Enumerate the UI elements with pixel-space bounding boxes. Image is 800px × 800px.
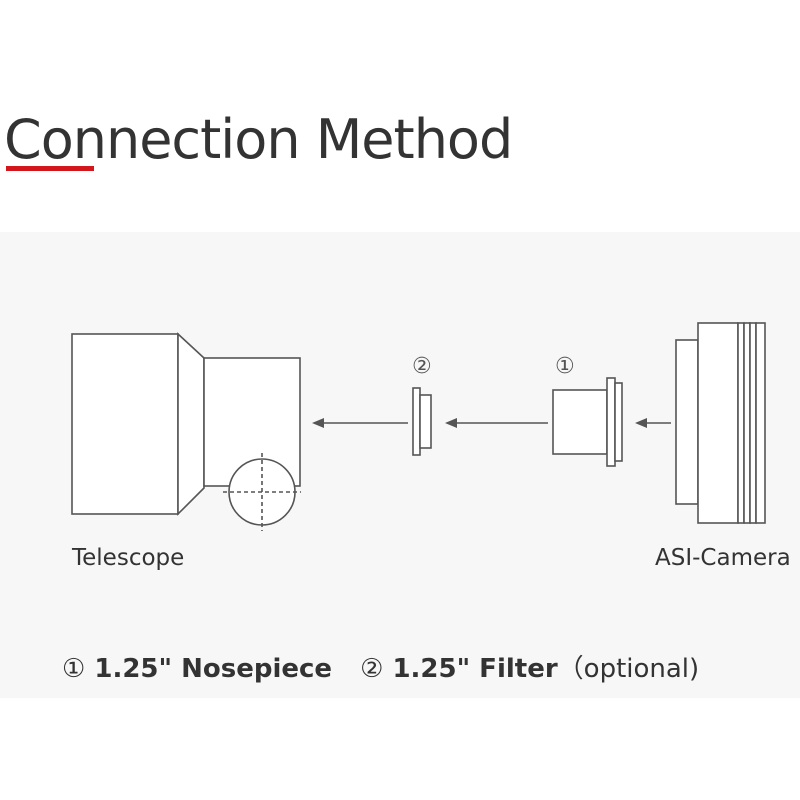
legend-item1-symbol: ①	[62, 654, 86, 684]
legend: ① 1.25" Nosepiece ② 1.25" Filter（optional…	[62, 648, 699, 685]
telescope-drawing	[71, 332, 301, 531]
title-accent-underline	[6, 166, 94, 171]
page-title: Connection Method	[4, 108, 513, 171]
legend-item2-note: （optional)	[557, 654, 700, 684]
arrow-camera-to-nosepiece	[635, 418, 671, 428]
legend-item1-text: 1.25" Nosepiece	[94, 654, 333, 684]
camera-label: ASI-Camera	[655, 545, 791, 571]
connection-diagram	[71, 322, 766, 531]
arrow-filter-to-telescope	[312, 418, 408, 428]
filter-drawing	[412, 387, 432, 456]
telescope-label: Telescope	[72, 545, 185, 571]
marker-1-label: ①	[555, 354, 575, 379]
legend-item2-symbol: ②	[360, 654, 384, 684]
marker-2-label: ②	[412, 354, 432, 379]
legend-item2-text: 1.25" Filter	[392, 654, 558, 684]
arrow-nosepiece-to-filter	[445, 418, 548, 428]
camera-drawing	[675, 322, 766, 524]
nosepiece-drawing	[552, 377, 623, 467]
